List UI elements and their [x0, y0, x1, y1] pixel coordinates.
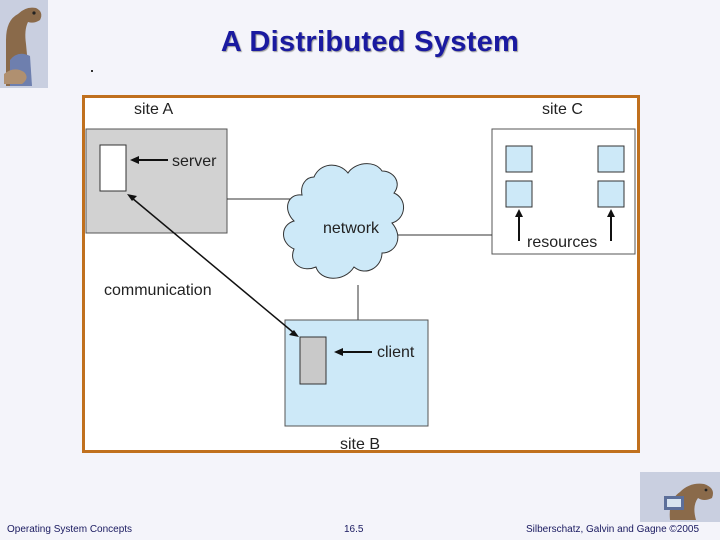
footer-page-number: 16.5 [344, 524, 364, 535]
distributed-system-diagram: site A site C server network resources c… [82, 95, 640, 453]
network-cloud [283, 163, 404, 279]
dinosaur-logo-bottom [640, 472, 720, 522]
communication-arrowhead-client [289, 330, 299, 337]
server-box [99, 144, 127, 192]
client-box [299, 336, 327, 385]
client-label: client [377, 344, 415, 361]
communication-arrowhead-server [127, 194, 137, 201]
resources-label: resources [527, 234, 597, 251]
site-b-label: site B [340, 436, 380, 453]
resource-box [505, 180, 533, 208]
resource-box [597, 145, 625, 173]
server-label: server [172, 153, 217, 170]
resource-box [597, 180, 625, 208]
resource-box [505, 145, 533, 173]
client-arrowhead [334, 348, 343, 356]
stray-dot [91, 70, 93, 72]
footer-course-title: Operating System Concepts [7, 524, 133, 535]
server-arrowhead [130, 156, 139, 164]
dinosaur-logo-top [0, 0, 48, 88]
communication-line [131, 197, 295, 334]
resource-arrowhead [515, 209, 523, 217]
communication-label: communication [104, 282, 212, 299]
site-a-label: site A [134, 101, 173, 118]
network-label: network [323, 220, 380, 237]
footer-copyright: Silberschatz, Galvin and Gagne ©2005 [526, 524, 700, 535]
resource-arrowhead [607, 209, 615, 217]
site-c-label: site C [542, 101, 583, 118]
slide-title: A Distributed System [220, 26, 520, 58]
